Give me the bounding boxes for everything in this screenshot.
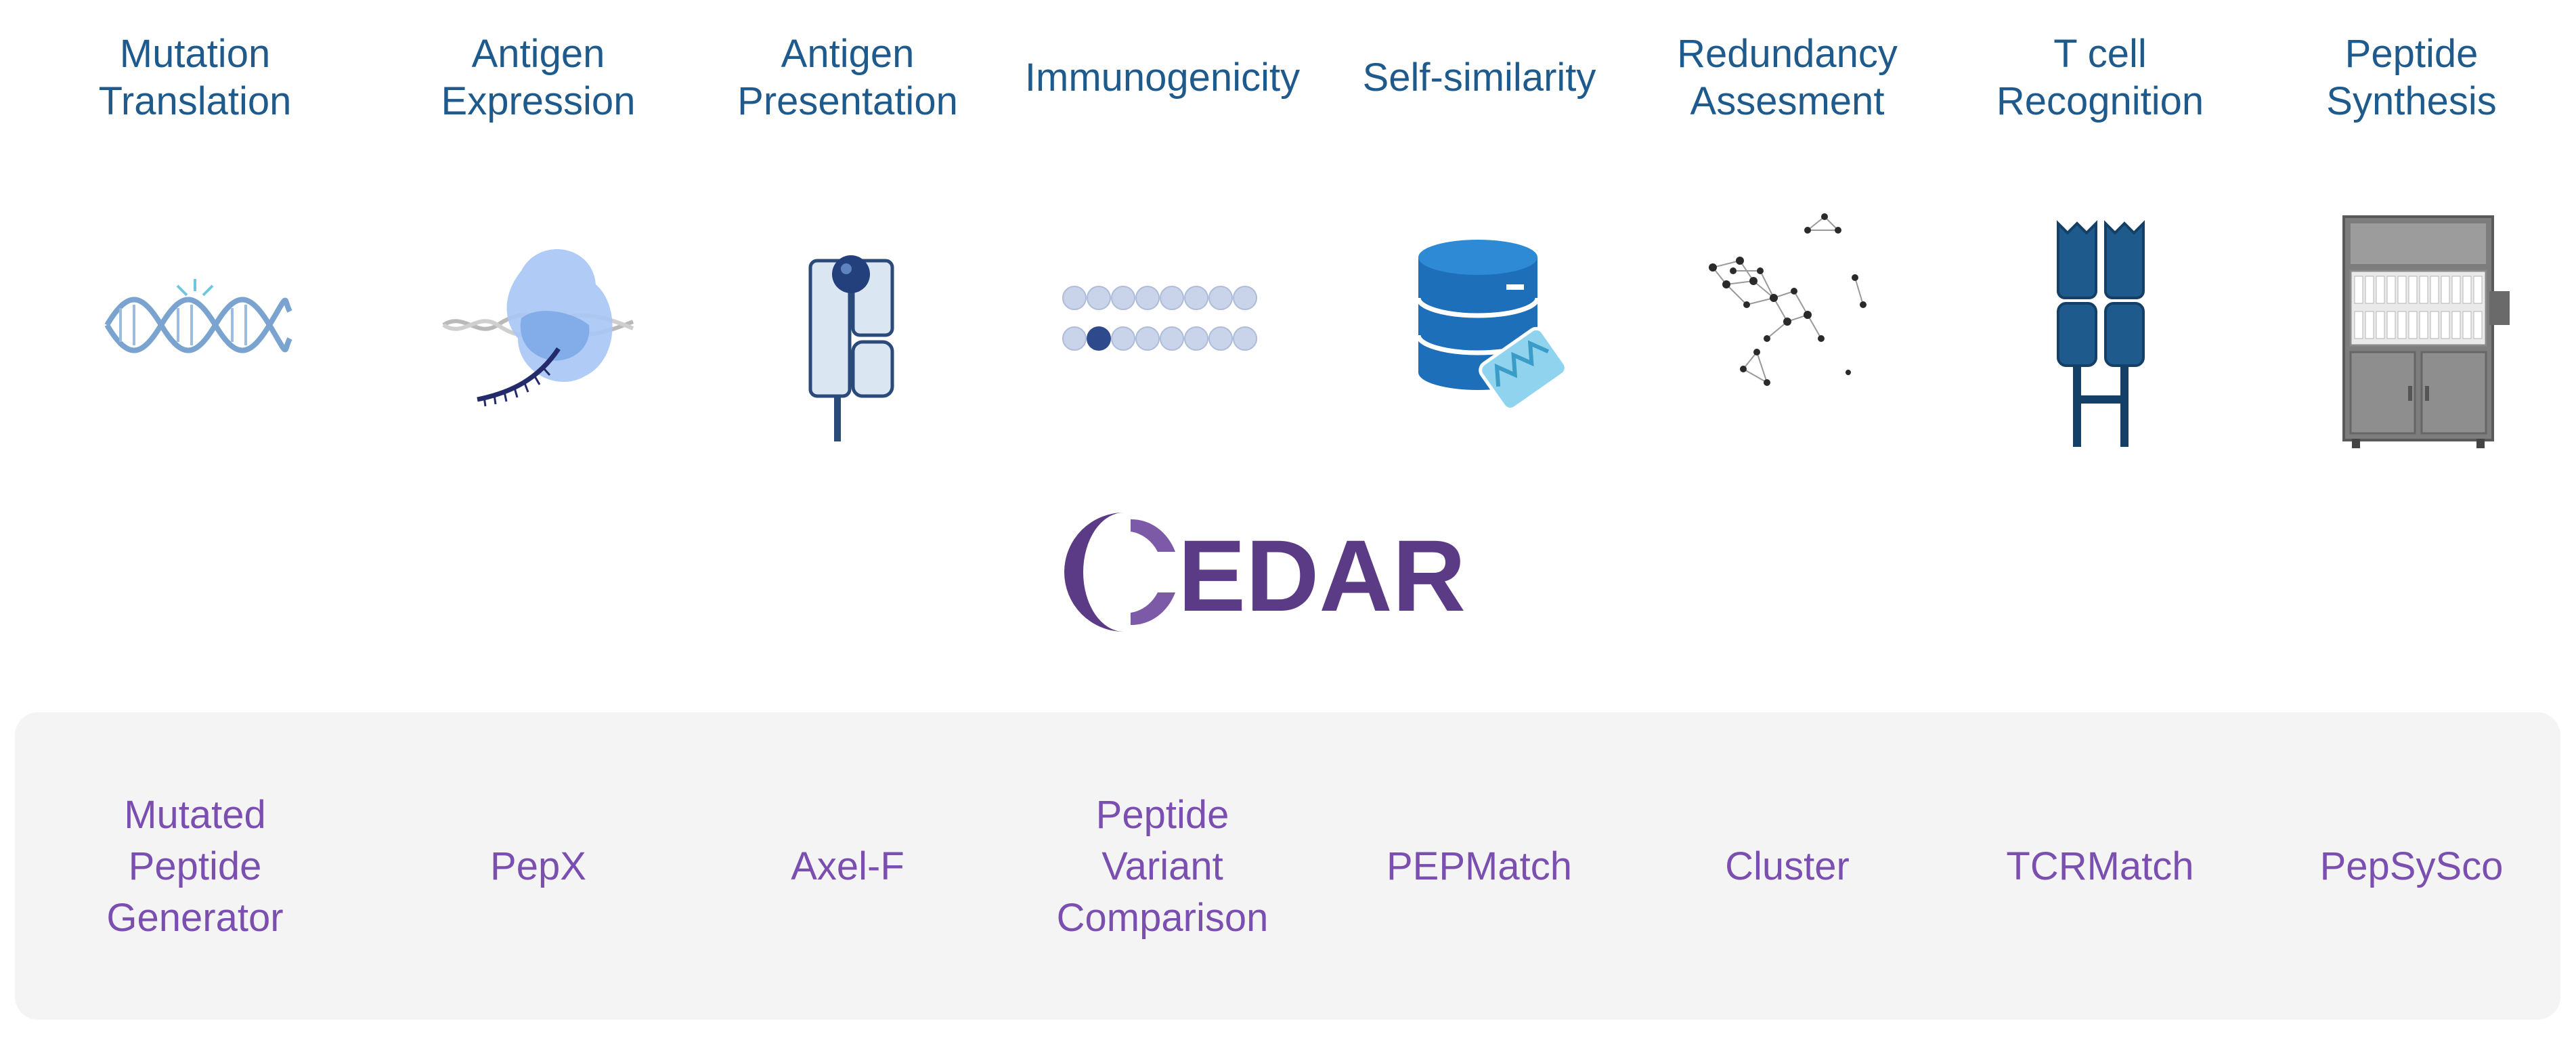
tool-peptide-variant-comparison[interactable]: Peptide Variant Comparison xyxy=(1056,793,1269,940)
stage-title: Peptide Synthesis xyxy=(2326,32,2497,123)
tool-axel-f[interactable]: Axel-F xyxy=(791,844,904,888)
pipeline-stages: Mutation Translation Antigen Expression xyxy=(0,0,2576,474)
stage-title: Mutation Translation xyxy=(98,32,292,123)
stage-title: Immunogenicity xyxy=(1024,56,1301,100)
dna-helix-icon xyxy=(104,279,292,353)
stage-title: Antigen Expression xyxy=(441,32,636,123)
stage-peptide-synthesis: Peptide Synthesis xyxy=(2263,0,2560,474)
cluster-network-icon xyxy=(1709,213,1866,386)
tool-pepsysco[interactable]: PepSySco xyxy=(2319,844,2504,888)
mhc-molecule-icon xyxy=(808,255,894,441)
tool-pepmatch[interactable]: PEPMatch xyxy=(1387,844,1572,888)
stage-tcell-recognition: T cell Recognition xyxy=(1951,0,2249,474)
stage-antigen-presentation: Antigen Presentation xyxy=(699,0,997,474)
tool-cluster[interactable]: Cluster xyxy=(1725,844,1850,888)
peptide-synthesizer-icon xyxy=(2342,215,2510,448)
tool-pepx[interactable]: PepX xyxy=(490,844,586,888)
database-search-icon xyxy=(1416,240,1568,412)
stage-redundancy-assessment: Redundancy Assesment xyxy=(1638,0,1936,474)
peptide-beads-icon xyxy=(1062,286,1257,351)
stage-antigen-expression: Antigen Expression xyxy=(389,0,687,474)
ribosome-translation-icon xyxy=(442,248,634,407)
stage-title: Self-similarity xyxy=(1362,56,1596,100)
logo-text: EDAR xyxy=(1178,519,1466,632)
cedar-logo: EDAR xyxy=(1064,513,1466,632)
tools-panel xyxy=(15,712,2560,1020)
stage-title: T cell Recognition xyxy=(1996,32,2204,123)
stage-mutation-translation: Mutation Translation xyxy=(46,0,344,474)
stage-self-similarity: Self-similarity xyxy=(1330,0,1628,474)
stage-title: Antigen Presentation xyxy=(737,32,958,123)
stage-immunogenicity: Immunogenicity xyxy=(1013,0,1311,474)
tool-tcrmatch[interactable]: TCRMatch xyxy=(2006,844,2194,888)
tool-mutated-peptide-generator[interactable]: Mutated Peptide Generator xyxy=(106,793,284,940)
stage-title: Redundancy Assesment xyxy=(1677,32,1898,123)
tcr-receptor-icon xyxy=(2057,220,2145,447)
cedar-logo-mark xyxy=(1064,513,1175,632)
